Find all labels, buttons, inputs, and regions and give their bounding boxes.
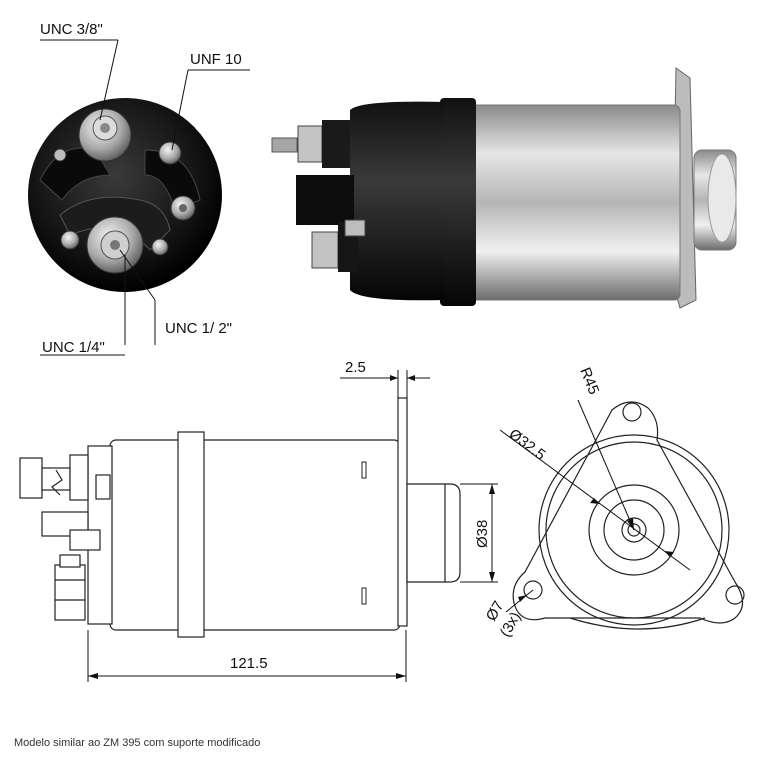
front-technical-view — [512, 401, 745, 630]
dim-flange-thickness — [340, 370, 430, 398]
small-terminal-nut — [158, 141, 182, 165]
dim-circle-diameter — [499, 429, 691, 571]
dim-label-d32-5: Ø32.5 — [506, 426, 549, 464]
dim-hole-diameter — [505, 589, 534, 613]
footer-note: Modelo similar ao ZM 395 com suporte mod… — [14, 737, 260, 749]
label-unc-1-4: UNC 1/4" — [42, 339, 105, 356]
dim-label-2-5: 2.5 — [345, 359, 366, 376]
label-unc-3-8: UNC 3/8" — [40, 21, 103, 38]
dim-plunger-diameter — [460, 483, 498, 583]
end-view-photo — [28, 98, 222, 292]
dim-label-121-5: 121.5 — [230, 655, 268, 672]
label-unc-1-2: UNC 1/ 2" — [165, 320, 232, 337]
label-unf-10: UNF 10 — [190, 51, 242, 68]
side-view-photo — [271, 67, 737, 309]
dim-overall-length — [87, 630, 407, 682]
dim-label-r45: R45 — [576, 365, 602, 397]
dim-label-d38: Ø38 — [474, 520, 491, 548]
photo-callouts — [40, 39, 250, 356]
side-technical-view — [19, 397, 461, 638]
